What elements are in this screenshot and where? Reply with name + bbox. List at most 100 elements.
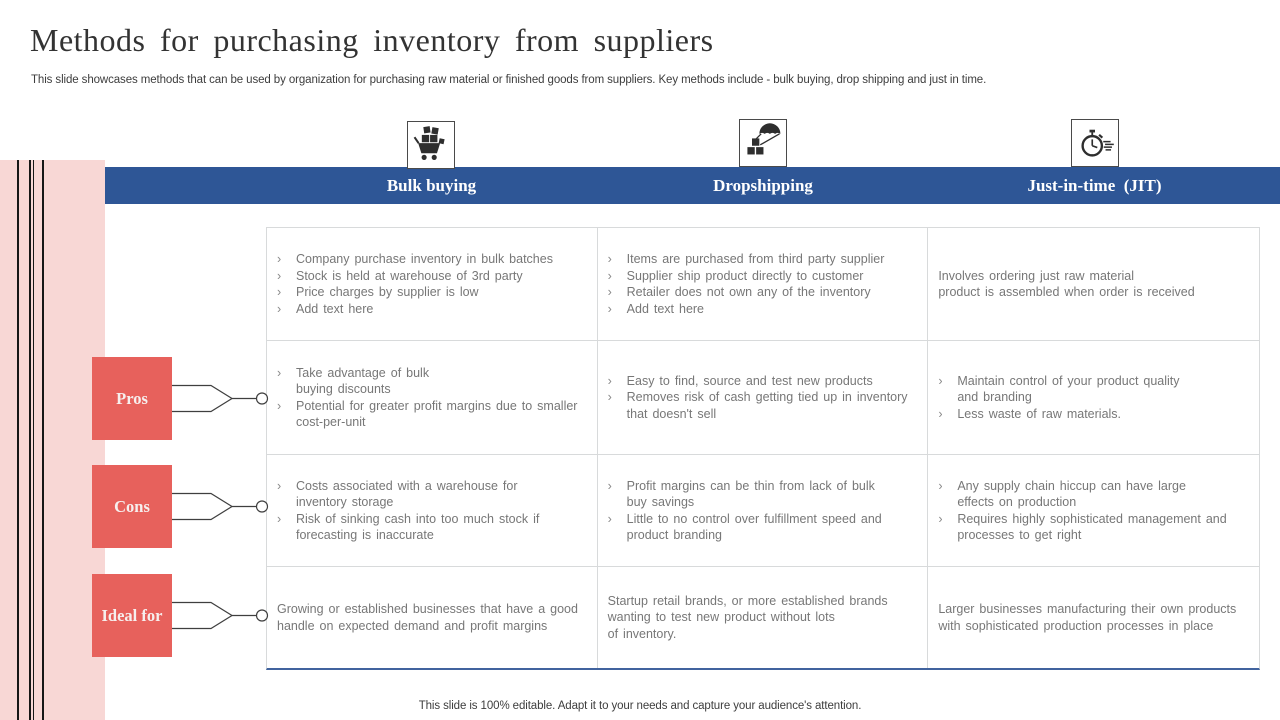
- bullet-text: Little to no control over fulfillment sp…: [626, 511, 882, 543]
- bullet-item: › Removes risk of cash getting tied up in…: [608, 389, 922, 422]
- bullet-chevron: ›: [277, 285, 282, 299]
- bullet-text: Risk of sinking cash into too much stock…: [296, 511, 540, 543]
- bullet-item: › Price charges by supplier is low: [277, 284, 553, 301]
- table-cell-pros-row-col0: › Take advantage of bulk buying discounts…: [267, 341, 598, 455]
- bullet-chevron: ›: [277, 301, 282, 316]
- bullet-text: Company purchase inventory in bulk batch…: [296, 252, 553, 266]
- bullet-chevron: ›: [277, 478, 282, 493]
- bullet-chevron: ›: [277, 268, 282, 283]
- bullet-list: › Costs associated with a warehouse for i…: [267, 478, 545, 544]
- bullet-text: Take advantage of bulk buying discounts: [296, 365, 430, 397]
- table-cell-description-row-col2: Involves ordering just raw material prod…: [928, 228, 1259, 341]
- bullet-chevron: ›: [607, 252, 612, 266]
- bullet-text: Easy to find, source and test new produc…: [626, 373, 873, 388]
- bullet-item: ›Requires highly sophisticated managemen…: [938, 511, 1226, 544]
- bullet-chevron: ›: [607, 285, 612, 299]
- bullet-chevron: ›: [607, 478, 612, 493]
- table-cell-ideal-for-row-col2: Larger businesses manufacturing their ow…: [928, 567, 1259, 668]
- bullet-text: Items are purchased from third party sup…: [626, 252, 885, 266]
- bullet-list: › Take advantage of bulk buying discounts…: [267, 365, 597, 431]
- column-header-just-in-time: Just-in-time (JIT): [1027, 176, 1162, 195]
- table-cell-pros-row-col2: › Maintain control of your product qualit…: [928, 341, 1259, 455]
- table-cell-cons-row-col2: › Any supply chain hiccup can have large …: [928, 455, 1259, 567]
- bullet-text: Retailer does not own any of the invento…: [626, 285, 871, 299]
- bullet-chevron: ›: [607, 301, 612, 316]
- column-header-band: [105, 167, 1280, 204]
- bullet-item: › Add text here: [608, 301, 885, 318]
- bullet-item: › Items are purchased from third party su…: [608, 251, 885, 268]
- bullet-text: Price charges by supplier is low: [296, 285, 479, 299]
- column-header-dropshipping: Dropshipping: [713, 176, 813, 195]
- bullet-text: Add text here: [626, 301, 705, 316]
- dropshipping-parachute-icon: [747, 123, 781, 155]
- bullet-chevron: ›: [938, 406, 943, 421]
- bullet-list: ›Profit margins can be thin from lack of…: [598, 478, 888, 544]
- bullet-text: Potential for greater profit margins due…: [296, 398, 578, 430]
- bullet-text: Less waste of raw materials.: [957, 406, 1122, 421]
- vertical-rule: [32, 160, 34, 720]
- bullet-chevron: ›: [277, 511, 282, 526]
- bullet-list: › Maintain control of your product qualit…: [928, 373, 1185, 423]
- bullet-chevron: ›: [607, 390, 612, 405]
- bullet-text: Stock is held at warehouse of 3rd party: [296, 268, 523, 283]
- vertical-rule: [17, 160, 19, 720]
- just-in-time-stopwatch-icon: [1081, 129, 1114, 157]
- bullet-item: › Less waste of raw materials.: [938, 406, 1179, 423]
- bullet-chevron: ›: [938, 478, 943, 493]
- bullet-list: › Any supply chain hiccup can have large …: [928, 478, 1232, 544]
- bullet-list: › Items are purchased from third party su…: [598, 251, 891, 317]
- bullet-item: ›Easy to find, source and test new produ…: [608, 373, 922, 390]
- bullet-text: Maintain control of your product quality…: [957, 373, 1180, 405]
- bullet-list: › Company purchase inventory in bulk batc…: [267, 251, 559, 317]
- bullet-text: Add text here: [296, 301, 374, 316]
- bullet-list: › Easy to find, source and test new produ…: [598, 373, 928, 423]
- bulk-buying-cart-icon: [413, 126, 445, 160]
- table-cell-ideal-for-row-col0: Growing or established businesses that h…: [267, 567, 598, 668]
- bullet-item: › Little to no control over fulfillment s…: [608, 511, 882, 544]
- table-cell-description-row-col1: › Items are purchased from third party su…: [597, 228, 929, 341]
- bullet-item: › Add text here: [277, 301, 553, 318]
- bulk-buying-icon-chip: [407, 121, 455, 169]
- bullet-item: › Potential for greater profit margins du…: [277, 398, 591, 431]
- cell-text: Startup retail brands, or more establish…: [607, 593, 888, 641]
- bullet-item: › Take advantage of bulk buying discounts: [277, 365, 591, 398]
- bullet-text: Any supply chain hiccup can have large e…: [957, 478, 1186, 510]
- bullet-item: ›Profit margins can be thin from lack of…: [608, 478, 882, 511]
- bullet-item: › Retailer does not own any of the invent…: [608, 284, 885, 301]
- bullet-item: › Supplier ship product directly to custo…: [608, 268, 885, 285]
- table-cell-cons-row-col0: › Costs associated with a warehouse for i…: [267, 455, 598, 567]
- vertical-rule: [29, 160, 31, 720]
- bullet-item: › Company purchase inventory in bulk batc…: [277, 251, 553, 268]
- table-cell-description-row-col0: › Company purchase inventory in bulk batc…: [267, 228, 598, 341]
- bullet-item: › Costs associated with a warehouse for i…: [277, 478, 539, 511]
- bullet-item: › Risk of sinking cash into too much stoc…: [277, 511, 539, 544]
- bullet-text: Costs associated with a warehouse for in…: [296, 478, 518, 510]
- methods-table: › Company purchase inventory in bulk batc…: [266, 227, 1260, 670]
- bullet-text: Supplier ship product directly to custom…: [626, 268, 864, 283]
- bullet-item: › Maintain control of your product qualit…: [938, 373, 1179, 406]
- dropshipping-icon-chip: [739, 119, 787, 167]
- table-cell-ideal-for-row-col1: Startup retail brands, or more establish…: [598, 567, 929, 668]
- bullet-chevron: ›: [277, 398, 282, 413]
- table-cell-cons-row-col1: ›Profit margins can be thin from lack of…: [597, 455, 929, 567]
- footer-note: This slide is 100% editable. Adapt it to…: [418, 700, 862, 712]
- table-cell-pros-row-col1: › Easy to find, source and test new produ…: [597, 341, 929, 455]
- bullet-chevron: ›: [277, 252, 282, 266]
- just-in-time-icon-chip: [1071, 119, 1119, 167]
- row-label-ideal-for: Ideal for: [92, 574, 172, 657]
- page-subtitle: This slide showcases methods that can be…: [31, 74, 987, 86]
- bullet-item: › Stock is held at warehouse of 3rd party: [277, 268, 553, 285]
- left-accent-stripe: [0, 160, 105, 720]
- cell-text: Growing or established businesses that h…: [277, 602, 578, 633]
- row-label-pros: Pros: [92, 357, 172, 440]
- page-title: Methods for purchasing inventory from su…: [30, 22, 714, 58]
- bullet-chevron: ›: [607, 511, 612, 526]
- bullet-chevron: ›: [938, 373, 943, 388]
- cell-text: Larger businesses manufacturing their ow…: [938, 602, 1237, 633]
- bullet-text: Removes risk of cash getting tied up in …: [626, 390, 908, 421]
- bullet-item: › Any supply chain hiccup can have large …: [938, 478, 1226, 511]
- bullet-chevron: ›: [607, 268, 612, 283]
- vertical-rule: [42, 160, 44, 720]
- bullet-chevron: ›: [277, 365, 282, 380]
